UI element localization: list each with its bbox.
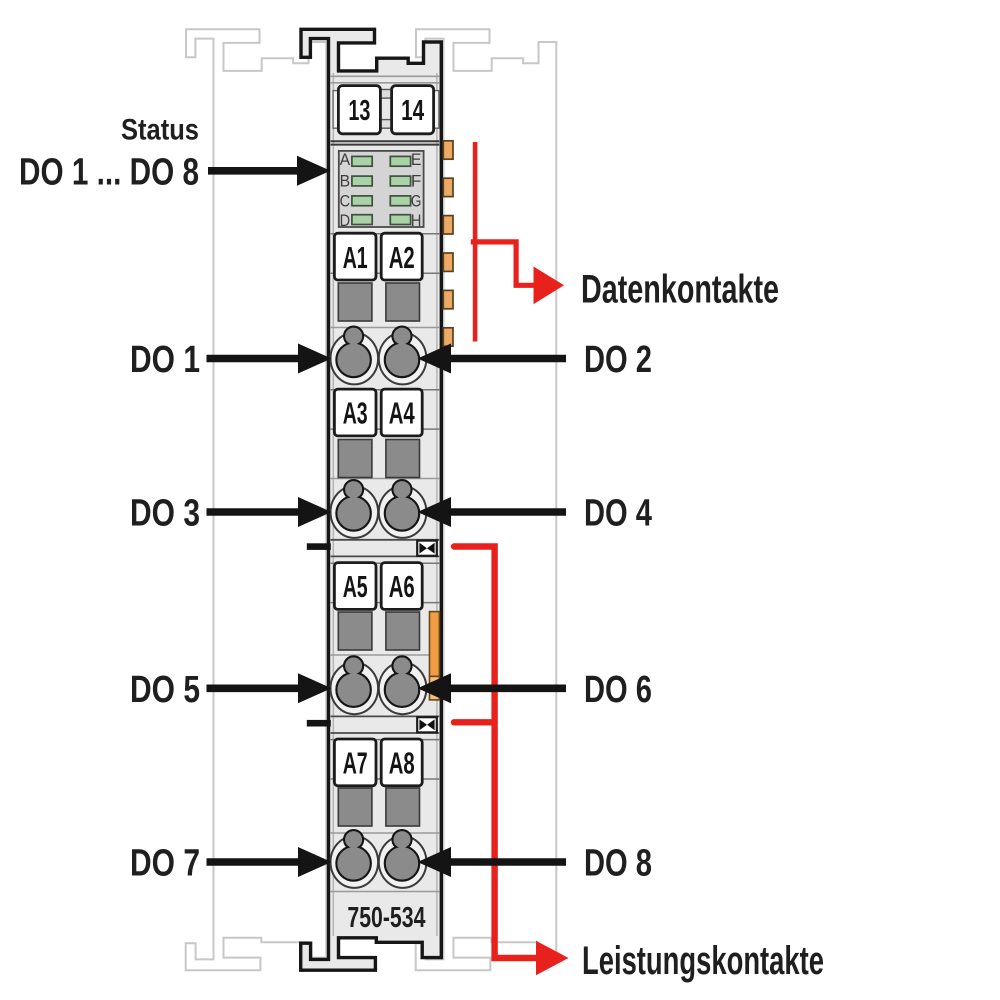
svg-text:H: H [411,211,422,230]
svg-text:C: C [340,192,351,211]
svg-text:G: G [411,192,422,211]
svg-text:Leistungskontakte: Leistungskontakte [582,939,824,983]
svg-text:A3: A3 [343,396,368,431]
svg-text:F: F [411,171,422,190]
svg-text:DO 5: DO 5 [130,669,200,711]
svg-text:DO 3: DO 3 [130,493,200,535]
svg-text:DO 1 ... DO 8: DO 1 ... DO 8 [19,152,199,194]
svg-text:14: 14 [401,95,424,127]
svg-text:Status: Status [121,113,199,146]
svg-text:A4: A4 [389,396,415,431]
svg-text:DO 8: DO 8 [584,843,652,885]
svg-text:DO 2: DO 2 [584,339,652,381]
svg-text:A2: A2 [389,240,415,275]
svg-text:A: A [340,150,351,169]
svg-text:B: B [340,171,351,190]
svg-text:A8: A8 [389,746,415,781]
svg-text:A6: A6 [389,569,415,604]
svg-text:DO 4: DO 4 [584,493,652,535]
svg-text:DO 6: DO 6 [584,669,652,711]
svg-text:E: E [411,150,422,169]
svg-text:750-534: 750-534 [347,902,425,934]
svg-text:DO 1: DO 1 [130,339,200,381]
svg-text:A1: A1 [343,240,368,275]
svg-text:13: 13 [348,95,370,127]
svg-text:A7: A7 [343,746,368,781]
svg-text:A5: A5 [343,569,368,604]
svg-text:D: D [340,211,351,230]
svg-text:DO 7: DO 7 [130,843,200,885]
svg-text:Datenkontakte: Datenkontakte [581,268,779,312]
